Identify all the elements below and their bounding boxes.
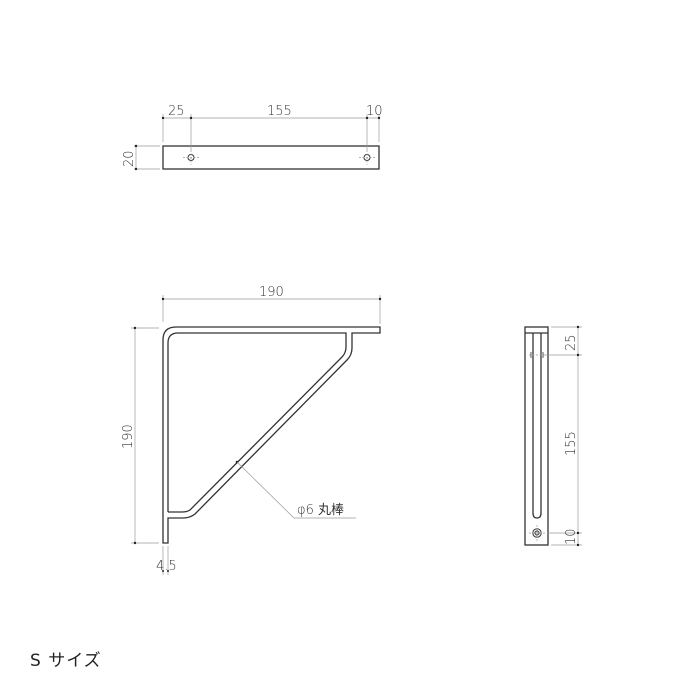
- dim-front-width: 190: [259, 285, 284, 300]
- dim-top-spacing: 155: [267, 104, 292, 119]
- dim-front-thickness: 4.5: [156, 559, 177, 574]
- callout-round-bar: φ6 丸棒: [297, 503, 344, 518]
- dim-side-bottom: 10: [564, 528, 579, 545]
- bracket-outline: [162, 326, 381, 544]
- top-view-plate: [162, 145, 380, 170]
- size-caption: S サイズ: [30, 651, 102, 671]
- dim-top-right: 10: [366, 104, 383, 119]
- top-view: 25 155 10 20: [122, 104, 383, 171]
- hole-right-icon: [359, 150, 375, 165]
- hole-upper-icon: [529, 352, 547, 358]
- slot-icon: [532, 333, 542, 519]
- dim-front-height: 190: [121, 424, 136, 449]
- hole-left-icon: [183, 150, 199, 165]
- side-view-plate: [524, 326, 549, 546]
- dim-top-left: 25: [168, 104, 185, 119]
- dim-side-top: 25: [564, 334, 579, 351]
- dim-side-spacing: 155: [564, 431, 579, 456]
- hole-lower-icon: [529, 525, 545, 541]
- side-view: 25 155 10: [524, 325, 582, 547]
- dim-top-height: 20: [122, 150, 137, 167]
- front-view: 190 190 4.5 φ6 丸棒: [121, 285, 382, 575]
- callout-leader: [236, 461, 356, 519]
